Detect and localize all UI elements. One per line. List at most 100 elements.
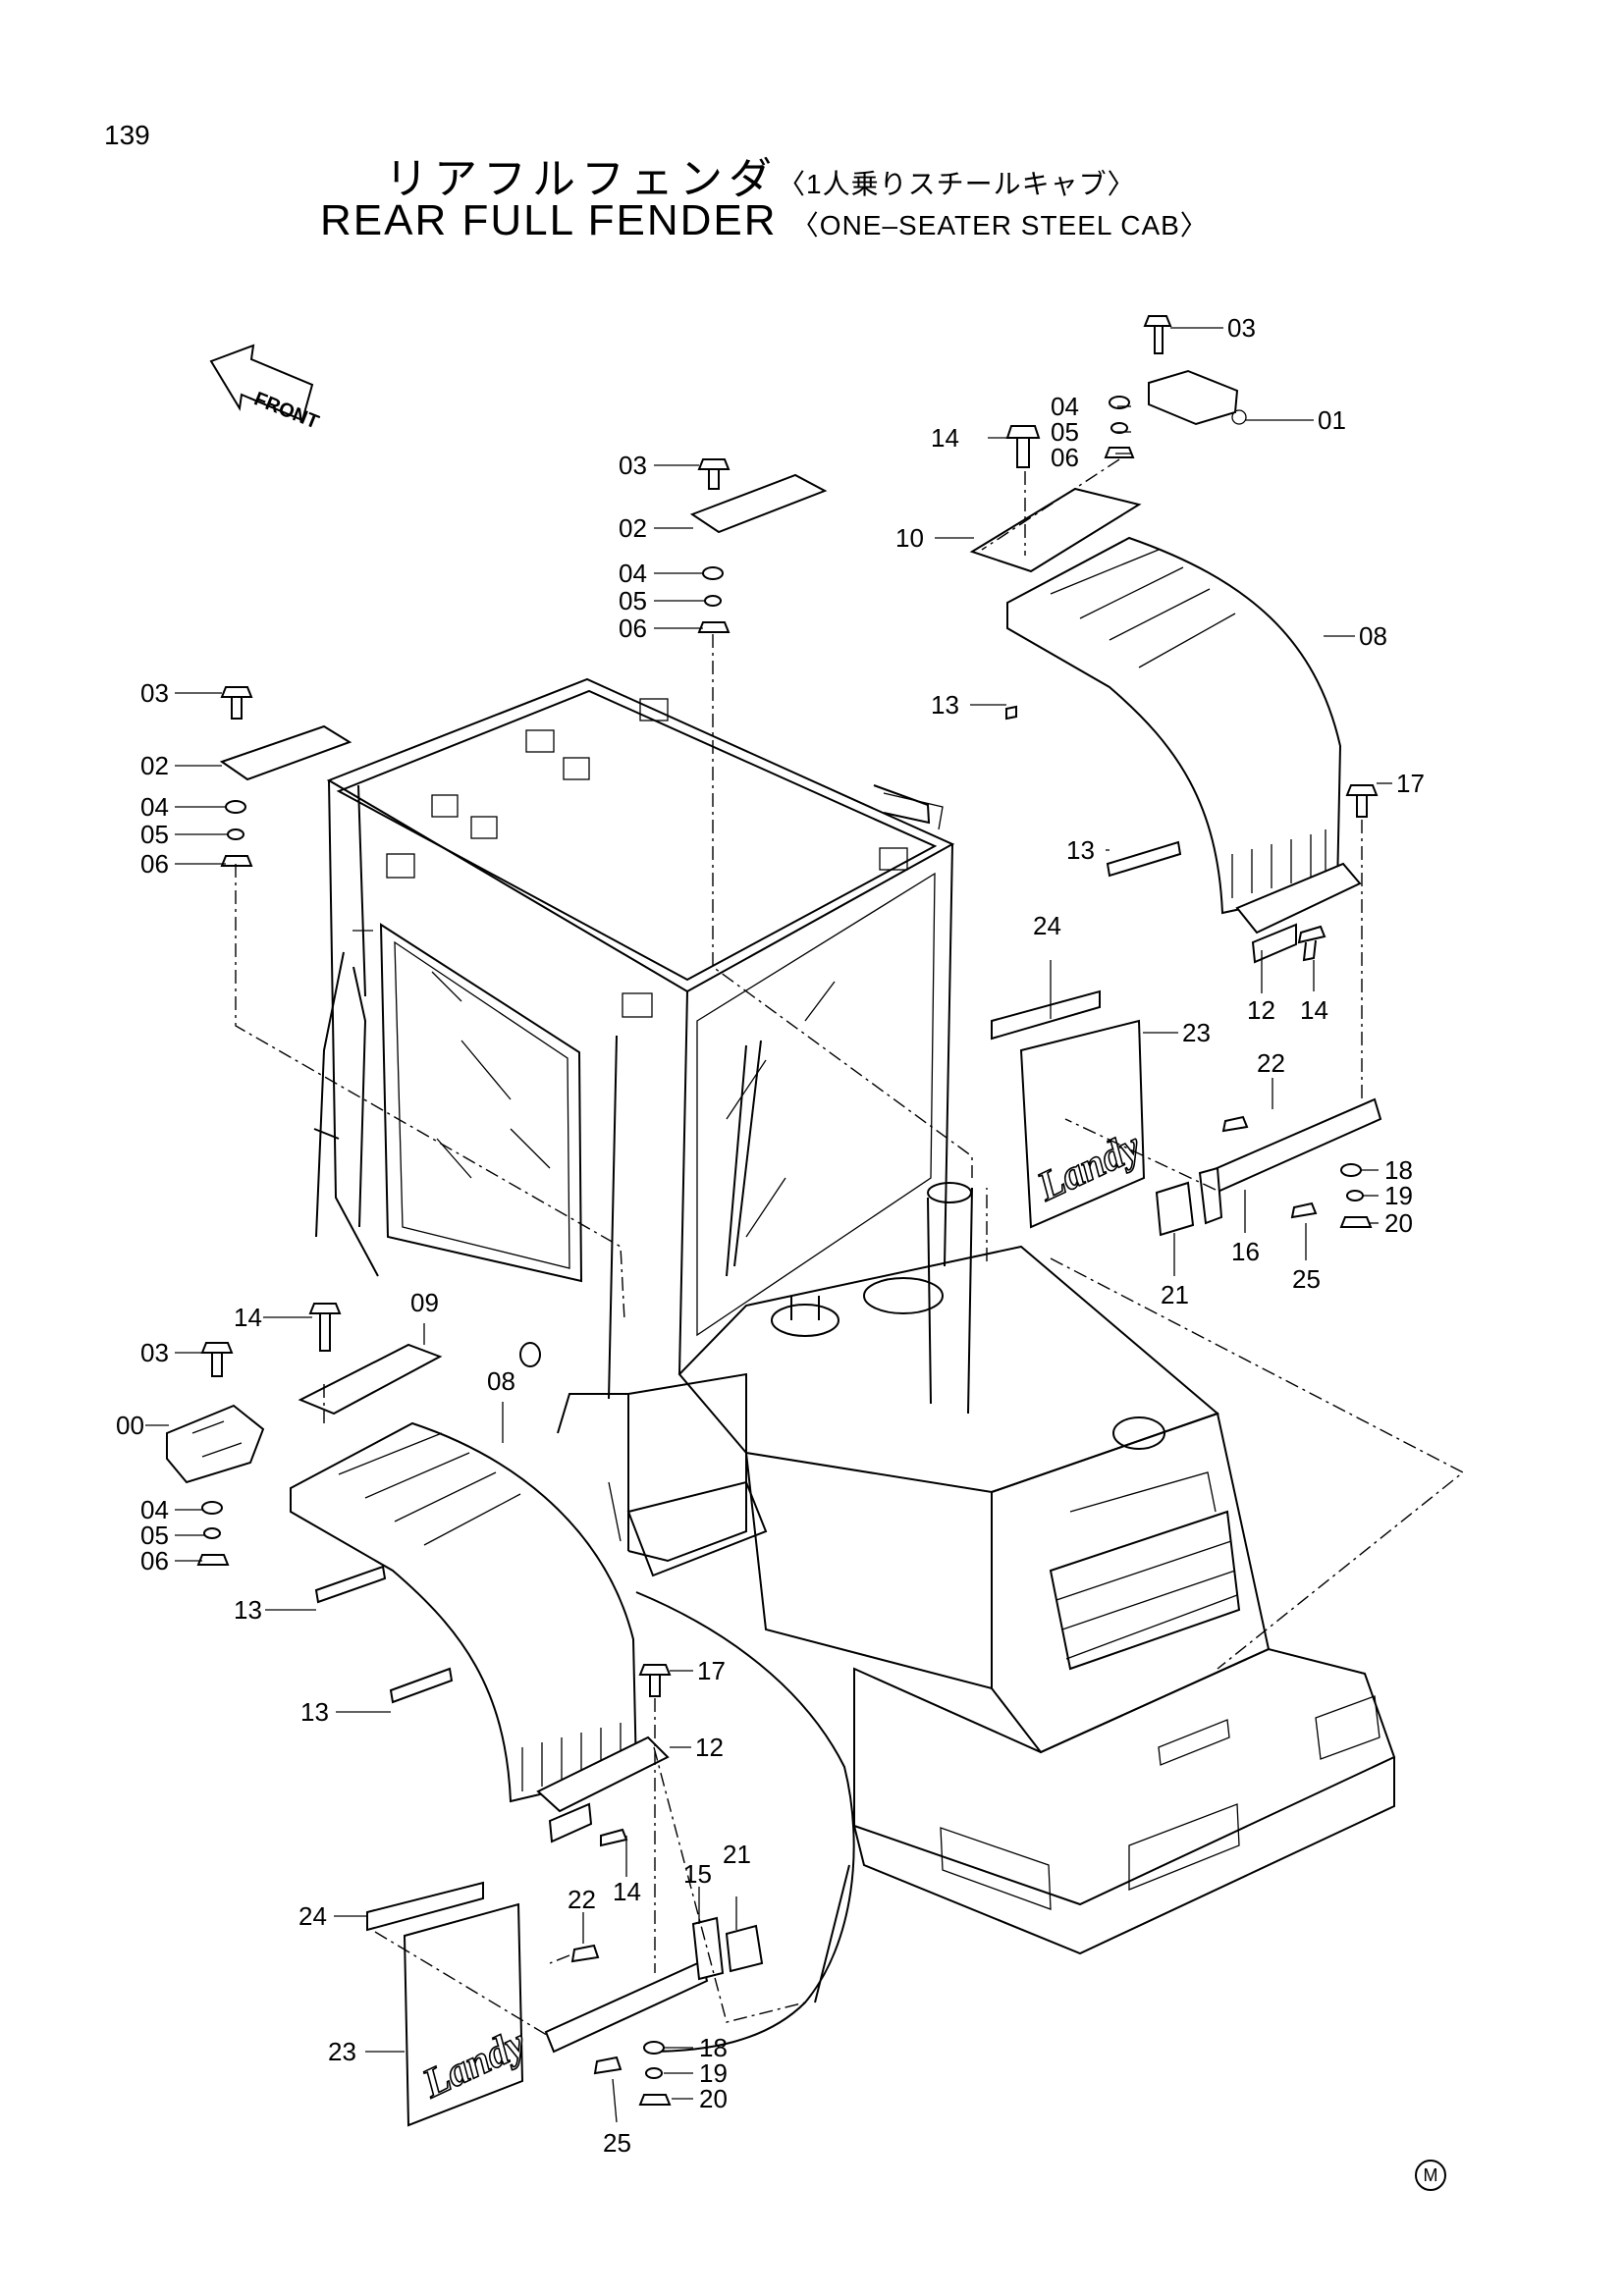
cab-left-edge bbox=[328, 779, 379, 1277]
left-hinge-00 bbox=[166, 1404, 265, 1484]
callout-ul-04: 04 bbox=[140, 792, 169, 822]
cab-right-edge bbox=[944, 843, 953, 1267]
callout-r-01: 01 bbox=[1318, 405, 1346, 435]
left-fender-08 bbox=[290, 1421, 638, 1803]
callout-r-06: 06 bbox=[1051, 443, 1079, 472]
title-en-sub: 〈ONE–SEATER STEEL CAB〉 bbox=[790, 210, 1209, 240]
front-arrow-icon: FRONT bbox=[209, 344, 322, 434]
callout-ul-05: 05 bbox=[140, 820, 169, 849]
callout-l-14: 14 bbox=[234, 1303, 262, 1332]
callout-m-05: 05 bbox=[619, 586, 647, 615]
machine-body bbox=[313, 677, 1396, 2053]
callout-m-04: 04 bbox=[619, 559, 647, 588]
callout-l-13a: 13 bbox=[234, 1595, 262, 1625]
leader-lines bbox=[145, 327, 1392, 2123]
page-number: 139 bbox=[104, 120, 150, 150]
title-ja-main: リアフルフェンダ bbox=[385, 155, 778, 203]
cab-corner-edge bbox=[678, 990, 688, 1375]
upper-left-hardware-stack bbox=[219, 686, 352, 867]
callout-r-22: 22 bbox=[1257, 1048, 1285, 1078]
callout-r-04: 04 bbox=[1051, 392, 1079, 421]
callout-r-16: 16 bbox=[1231, 1237, 1260, 1266]
callout-l-15: 15 bbox=[683, 1859, 712, 1889]
callout-r-13a: 13 bbox=[931, 690, 959, 720]
wiper-arm bbox=[726, 1044, 747, 1277]
callout-l-05: 05 bbox=[140, 1521, 169, 1550]
callout-numbers: 03 01 04 05 06 14 10 08 13 13 17 12 14 2… bbox=[116, 313, 1425, 2158]
callout-r-19: 19 bbox=[1384, 1181, 1413, 1210]
callout-r-21: 21 bbox=[1161, 1280, 1189, 1309]
callout-r-24: 24 bbox=[1033, 911, 1061, 940]
left-mudflap-23 bbox=[403, 1902, 524, 2127]
engine-hood-top bbox=[677, 1245, 1219, 1494]
upper-left-plate-02 bbox=[219, 724, 352, 781]
callout-l-06: 06 bbox=[140, 1546, 169, 1575]
callout-m-02: 02 bbox=[619, 513, 647, 543]
callout-l-03: 03 bbox=[140, 1338, 169, 1367]
right-mudflap-bracket-24 bbox=[991, 989, 1101, 1041]
callout-l-08: 08 bbox=[487, 1366, 515, 1396]
left-plate-09 bbox=[298, 1343, 443, 1415]
cab-side-glass bbox=[696, 872, 936, 1337]
right-plate-10 bbox=[969, 487, 1142, 573]
callout-m-03: 03 bbox=[619, 451, 647, 480]
callout-r-08: 08 bbox=[1359, 621, 1387, 651]
callout-r-12: 12 bbox=[1247, 995, 1275, 1025]
callout-l-13b: 13 bbox=[300, 1697, 329, 1727]
callout-r-03: 03 bbox=[1227, 313, 1256, 343]
counterweight bbox=[853, 1647, 1396, 1906]
callout-l-12: 12 bbox=[695, 1733, 724, 1762]
cab-roof-rim bbox=[336, 689, 938, 982]
right-fender-08 bbox=[1006, 536, 1342, 915]
cab-door-frame bbox=[379, 923, 583, 1283]
callout-m-06: 06 bbox=[619, 614, 647, 643]
callout-l-19: 19 bbox=[699, 2058, 728, 2088]
left-bracket-12 bbox=[536, 1735, 670, 1813]
callout-ul-03: 03 bbox=[140, 678, 169, 708]
callout-r-13b: 13 bbox=[1066, 835, 1095, 865]
callout-r-23: 23 bbox=[1182, 1018, 1211, 1047]
left-mudflap-bracket-24 bbox=[366, 1881, 484, 1932]
title-en-main: REAR FULL FENDER bbox=[320, 196, 778, 244]
right-fender-assembly: Landy bbox=[969, 315, 1382, 1237]
callout-r-05: 05 bbox=[1051, 417, 1079, 447]
middle-hardware-stack bbox=[689, 458, 828, 633]
callout-l-20: 20 bbox=[699, 2084, 728, 2113]
assembly-center-lines bbox=[235, 458, 1465, 2038]
title-japanese: リアフルフェンダ〈1人乗りスチールキャブ〉 bbox=[385, 143, 1136, 206]
callout-l-14b: 14 bbox=[613, 1877, 641, 1906]
right-mudflap-23 bbox=[1019, 1019, 1146, 1229]
callout-r-14: 14 bbox=[931, 423, 959, 453]
callout-r-10: 10 bbox=[895, 523, 924, 553]
callout-ul-06: 06 bbox=[140, 849, 169, 879]
callout-r-14b: 14 bbox=[1300, 995, 1328, 1025]
circled-m-marker: M bbox=[1415, 2160, 1446, 2191]
callout-l-24: 24 bbox=[298, 1901, 327, 1931]
callout-ul-02: 02 bbox=[140, 751, 169, 780]
middle-plate-02 bbox=[689, 473, 828, 534]
right-bracket-16 bbox=[1204, 1097, 1382, 1195]
cab-door-glass bbox=[394, 940, 570, 1269]
callout-l-18: 18 bbox=[699, 2033, 728, 2062]
right-bracket-01 bbox=[1148, 369, 1239, 426]
right-bracket-12 bbox=[1235, 862, 1362, 934]
callout-l-09: 09 bbox=[410, 1288, 439, 1317]
title-english: REAR FULL FENDER 〈ONE–SEATER STEEL CAB〉 bbox=[320, 196, 1209, 245]
callout-l-04: 04 bbox=[140, 1495, 169, 1524]
callout-r-20: 20 bbox=[1384, 1208, 1413, 1238]
callout-l-21: 21 bbox=[723, 1840, 751, 1869]
callout-r-25: 25 bbox=[1292, 1264, 1321, 1294]
callout-l-17: 17 bbox=[697, 1656, 726, 1685]
title-ja-sub: 〈1人乗りスチールキャブ〉 bbox=[778, 169, 1136, 199]
exhaust-stack bbox=[927, 1187, 973, 1415]
callout-l-23: 23 bbox=[328, 2037, 356, 2066]
callout-l-25: 25 bbox=[603, 2128, 631, 2158]
left-fender-assembly: Landy bbox=[166, 1303, 764, 2127]
callout-l-22: 22 bbox=[568, 1885, 596, 1914]
callout-r-18: 18 bbox=[1384, 1155, 1413, 1185]
rear-grille bbox=[1049, 1510, 1241, 1671]
callout-l-00: 00 bbox=[116, 1411, 144, 1440]
left-bracket-15 bbox=[544, 1959, 709, 2054]
